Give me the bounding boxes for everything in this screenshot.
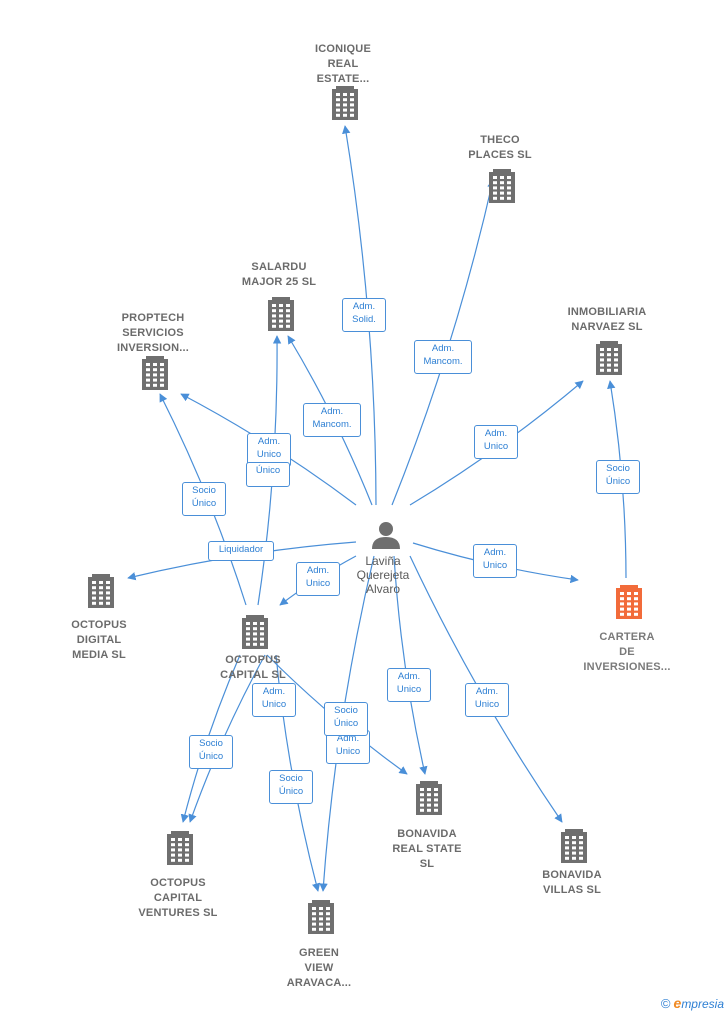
node-label-iconique[interactable]: ICONIQUE REAL ESTATE...	[315, 43, 371, 85]
node-label-proptech[interactable]: PROPTECH SERVICIOS INVERSION...	[116, 312, 190, 354]
brand-logo: empresia	[673, 995, 724, 1011]
building-icon[interactable]	[489, 169, 515, 203]
edge-label[interactable]: Adm. Unico	[387, 668, 431, 702]
edge-label[interactable]: Adm. Solid.	[342, 298, 386, 332]
edge-label[interactable]: Liquidador	[208, 541, 274, 561]
node-label-octopus_digital[interactable]: OCTOPUS DIGITAL MEDIA SL	[71, 619, 127, 661]
building-icon[interactable]	[167, 831, 193, 865]
node-label-bonavida_villas[interactable]: BONAVIDA VILLAS SL	[542, 869, 602, 896]
edge-label[interactable]: Adm. Unico	[247, 433, 291, 467]
copyright-symbol: ©	[660, 995, 671, 1011]
building-icon[interactable]	[416, 781, 442, 815]
building-icon[interactable]	[88, 574, 114, 608]
person-icon[interactable]	[372, 522, 400, 549]
node-label-inmobiliaria[interactable]: INMOBILIARIA NARVAEZ SL	[567, 306, 647, 333]
edge-label[interactable]: Socio Único	[596, 460, 640, 494]
node-label-cartera[interactable]: CARTERA DE INVERSIONES...	[583, 631, 671, 673]
edge-label[interactable]: Socio Único	[324, 702, 368, 736]
edge-label[interactable]: Adm. Mancom.	[303, 403, 361, 437]
node-label-octopus_ventures[interactable]: OCTOPUS CAPITAL VENTURES SL	[138, 877, 218, 919]
edge-label[interactable]: Socio Único	[189, 735, 233, 769]
edge-label[interactable]: Único	[246, 462, 290, 487]
building-icon[interactable]	[142, 356, 168, 390]
node-label-bonavida_real[interactable]: BONAVIDA REAL STATE SL	[392, 828, 462, 870]
edge-label[interactable]: Adm. Unico	[252, 683, 296, 717]
building-icon[interactable]	[308, 900, 334, 934]
edge-label[interactable]: Socio Único	[269, 770, 313, 804]
building-icon[interactable]	[616, 585, 642, 619]
node-label-theco[interactable]: THECO PLACES SL	[468, 134, 532, 161]
center-person-label[interactable]: Laviña Querejeta Alvaro	[356, 554, 410, 596]
edge-label[interactable]: Adm. Mancom.	[414, 340, 472, 374]
building-icon[interactable]	[561, 829, 587, 863]
edge-label[interactable]: Socio Único	[182, 482, 226, 516]
building-icon[interactable]	[596, 341, 622, 375]
building-icon[interactable]	[242, 615, 268, 649]
building-icon[interactable]	[332, 86, 358, 120]
edge-label[interactable]: Adm. Unico	[473, 544, 517, 578]
edge-label[interactable]: Adm. Unico	[474, 425, 518, 459]
footer-brand: © empresia	[661, 995, 724, 1011]
building-icon[interactable]	[268, 297, 294, 331]
node-label-octopus_capital[interactable]: OCTOPUS CAPITAL SL	[220, 654, 286, 681]
node-label-green_view[interactable]: GREEN VIEW ARAVACA...	[286, 947, 352, 989]
edge-line-center-bonavida_real	[393, 555, 428, 775]
node-label-salardu[interactable]: SALARDU MAJOR 25 SL	[241, 261, 317, 288]
edge-label[interactable]: Adm. Unico	[296, 562, 340, 596]
edge-label[interactable]: Adm. Unico	[465, 683, 509, 717]
